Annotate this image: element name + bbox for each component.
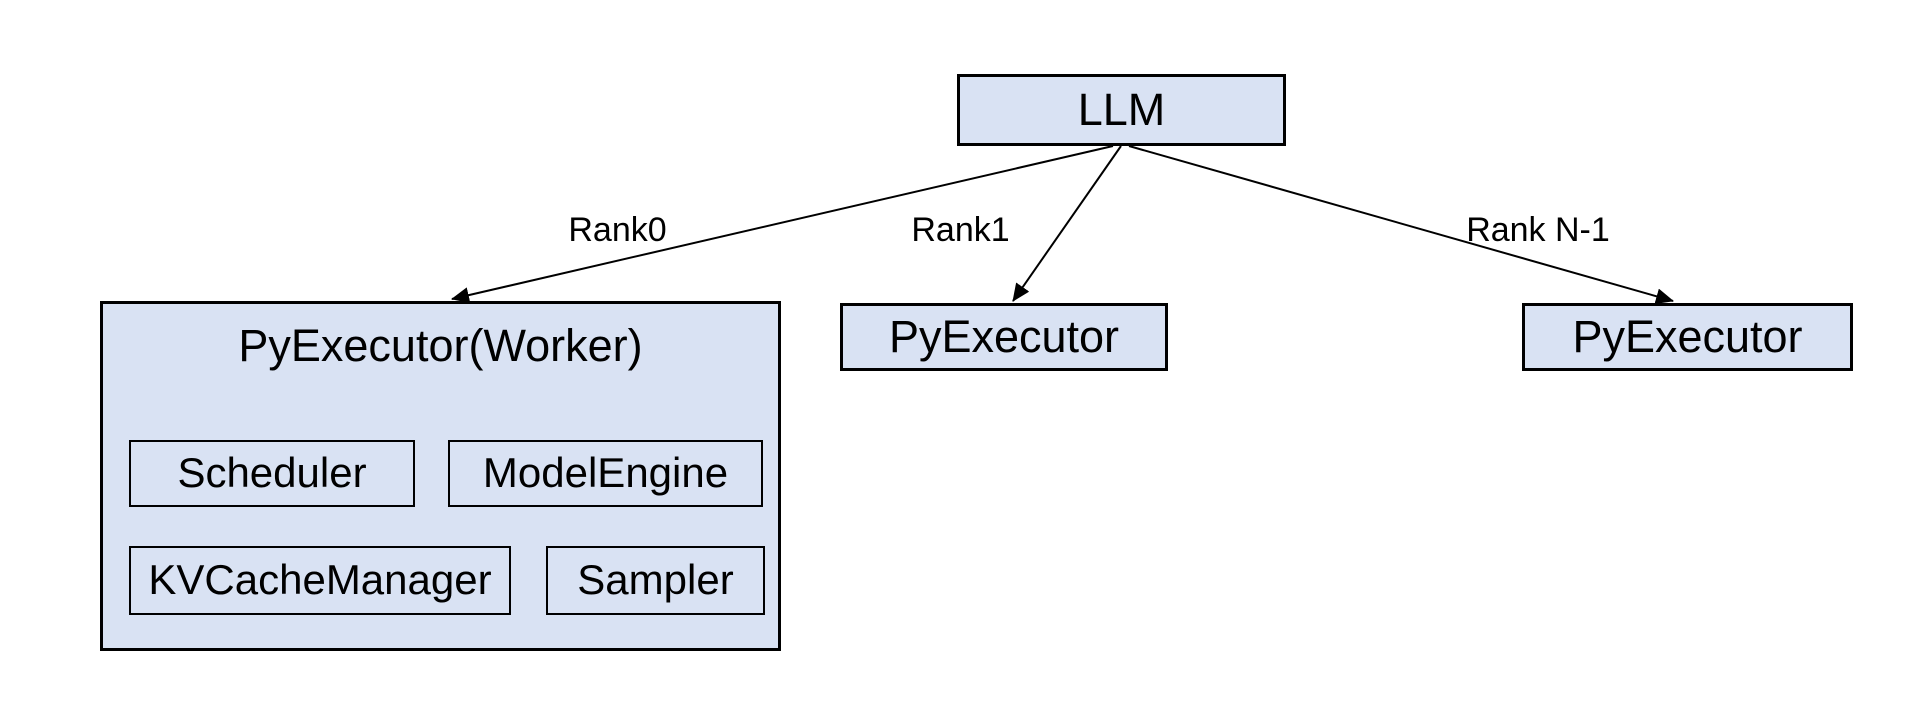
pyexecutor-worker-node: PyExecutor(Worker) Scheduler ModelEngine… [100, 301, 781, 651]
edge-label-rank0: Rank0 [568, 211, 667, 249]
sampler-node-label: Sampler [577, 556, 734, 604]
arrow-rank-n-1 [1128, 145, 1674, 305]
edge-label-rank1: Rank1 [911, 211, 1010, 249]
arrow-rank0 [451, 145, 1114, 303]
pyexecutor-rank1-node-label: PyExecutor [888, 311, 1120, 363]
arrow-rank1 [1012, 145, 1122, 302]
model-engine-node: ModelEngine [448, 440, 763, 507]
pyexecutor-rank1-node: PyExecutor [840, 303, 1168, 371]
model-engine-node-label: ModelEngine [482, 449, 729, 497]
kv-cache-manager-node: KVCacheManager [129, 546, 511, 615]
llm-node: LLM [957, 74, 1286, 146]
pyexecutor-rank-n-1-node: PyExecutor [1522, 303, 1853, 371]
llm-node-label: LLM [1077, 84, 1166, 136]
pyexecutor-rank-n-1-node-label: PyExecutor [1572, 311, 1803, 363]
kv-cache-manager-node-label: KVCacheManager [148, 556, 492, 604]
edge-label-rank-n-1: Rank N-1 [1466, 211, 1610, 249]
scheduler-node: Scheduler [129, 440, 415, 507]
sampler-node: Sampler [546, 546, 765, 615]
scheduler-node-label: Scheduler [177, 449, 367, 497]
pyexecutor-worker-title: PyExecutor(Worker) [238, 320, 643, 371]
